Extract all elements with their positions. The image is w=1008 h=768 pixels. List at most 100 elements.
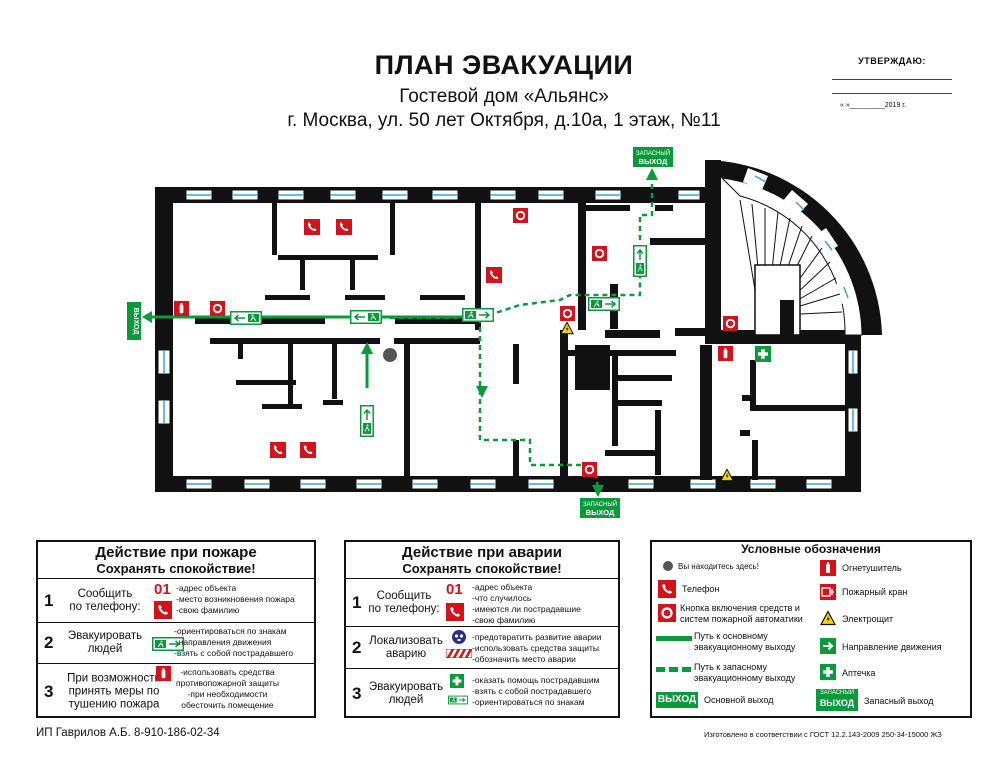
- first-aid-icon: [820, 664, 836, 680]
- fire-step-1: 1 Сообщить по телефону: 01 -адрес объект…: [38, 579, 314, 623]
- phone-icon: [300, 442, 316, 458]
- legend-hydrant: Пожарный кран: [842, 587, 908, 597]
- first-aid-icon: [450, 674, 464, 688]
- windows-side: [157, 349, 859, 433]
- legend-first-aid: Аптечка: [842, 668, 876, 678]
- phone-icon: [658, 580, 676, 598]
- main-path-icon: [656, 636, 692, 641]
- step-notes: -предотвратить развитие аварии -использо…: [472, 632, 602, 664]
- you-are-here-marker: [383, 348, 397, 362]
- legend-fire-button: Кнопка включения средств и систем пожарн…: [680, 603, 803, 624]
- spare-path-arrowhead-top: [646, 168, 658, 180]
- step-notes: -ориентироваться по знакам направления д…: [174, 626, 294, 658]
- spare-path-icon: [656, 667, 691, 672]
- fire-panel-title: Действие при пожаре: [95, 544, 257, 561]
- step-number: 3: [352, 684, 362, 703]
- exit-bottom-line1: ЗАПАСНЫЙ: [583, 500, 617, 508]
- stair-tower: [705, 160, 882, 336]
- extinguisher-icon: [718, 346, 733, 361]
- building-address: г. Москва, ул. 50 лет Октября, д.10а, 1 …: [287, 110, 721, 131]
- step-number: 1: [352, 592, 362, 612]
- legend-main-exit: Основной выход: [704, 695, 774, 705]
- phone-icon: [304, 219, 320, 235]
- exit-top-line2: ВЫХОД: [639, 157, 668, 166]
- standard-note: Изготовлено в соответствии с ГОСТ 12.2.1…: [704, 730, 942, 739]
- hazard-tape-icon: [446, 649, 472, 658]
- fire-button-icon: [592, 246, 607, 261]
- step-notes: -использовать средства противопожарной з…: [176, 667, 279, 710]
- step-action: Локализовать аварию: [369, 634, 443, 660]
- legend-main-path: Путь к основному эвакуационному выходу: [694, 631, 796, 652]
- direction-sign-up-right: [633, 245, 647, 277]
- step-number: 2: [44, 633, 54, 652]
- fire-button-icon: [582, 462, 597, 477]
- windows-bottom: [185, 478, 833, 490]
- page-title: ПЛАН ЭВАКУАЦИИ: [374, 50, 634, 80]
- exit-sign-bottom: ЗАПАСНЫЙ ВЫХОД: [580, 498, 620, 518]
- windows-top: [185, 189, 701, 201]
- exit-top-line1: ЗАПАСНЫЙ: [636, 149, 670, 157]
- phone-icon: [336, 219, 352, 235]
- main-path-arrowhead: [142, 311, 152, 323]
- floor-plan: ЗАПАСНЫЙ ВЫХОД ЗАПАСНЫЙ ВЫХОД ВЫХОД: [127, 147, 882, 518]
- step-notes: -оказать помощь пострадавшим -взять с со…: [472, 675, 600, 707]
- direction-arrow-icon: [820, 638, 836, 654]
- phone-icon: [154, 601, 172, 619]
- direction-sign-left: [230, 311, 262, 325]
- accident-step-1: 1 Сообщить по телефону: 01 -адрес объект…: [346, 579, 618, 627]
- fire-button-icon: [513, 208, 528, 223]
- direction-sign-up-room: [360, 405, 374, 437]
- phone-icon: [270, 442, 286, 458]
- fire-button-icon: [658, 604, 676, 622]
- spare-path-arrowhead-bottom: [592, 485, 604, 497]
- first-aid-icon: [755, 346, 771, 362]
- direction-sign-right: [462, 308, 494, 322]
- emergency-number: 01: [154, 581, 171, 598]
- legend-spare-path: Путь к запасному эвакуационному выходу: [694, 662, 796, 683]
- fire-step-2: 2 Эвакуировать людей -ориентироваться по…: [38, 623, 314, 664]
- fire-button-icon: [723, 316, 738, 331]
- extinguisher-icon: [174, 301, 189, 316]
- main-path-arrowhead-up: [361, 342, 373, 354]
- step-number: 2: [352, 637, 362, 657]
- exit-sign-top: ЗАПАСНЫЙ ВЫХОД: [633, 147, 673, 167]
- approval-block: УТВЕРЖДАЮ: « »_________2019 г.: [832, 56, 952, 109]
- legend-spare-exit: Запасный выход: [864, 696, 934, 706]
- approval-line-2: [832, 80, 952, 94]
- approval-label: УТВЕРЖДАЮ:: [858, 56, 926, 66]
- main-exit-sign: ВЫХОД: [656, 692, 698, 708]
- exit-bottom-line2: ВЫХОД: [586, 508, 615, 517]
- accident-panel-title: Действие при аварии: [402, 544, 562, 561]
- approval-line-1: [832, 66, 952, 80]
- you-are-here-icon: [663, 561, 673, 571]
- electrical-panel-icon: [820, 610, 836, 626]
- accident-actions-panel: Действие при аварии Сохранять спокойстви…: [344, 540, 620, 718]
- protective-equipment-icon: [452, 630, 466, 644]
- step-action: Сообщить по телефону:: [69, 587, 141, 613]
- electrical-panel-icon: [720, 468, 734, 482]
- approval-date: « »_________2019 г.: [840, 102, 906, 109]
- spare-exit-sign: ЗАПАСНЫЙ ВЫХОД: [816, 689, 858, 711]
- step-number: 1: [44, 590, 54, 610]
- step-action: При возможности принять меры по тушению …: [67, 672, 161, 710]
- phone-icon: [486, 267, 502, 283]
- extinguisher-icon: [820, 560, 836, 576]
- legend-direction: Направление движения: [842, 642, 942, 652]
- step-notes: -адрес объекта -что случилось -имеются л…: [472, 582, 581, 625]
- legend-panel: Условные обозначения Вы находитесь здесь…: [650, 540, 972, 718]
- emergency-number: 01: [446, 581, 463, 598]
- fire-actions-panel: Действие при пожаре Сохранять спокойстви…: [36, 540, 316, 718]
- fire-panel-subtitle: Сохранять спокойствие!: [38, 561, 314, 579]
- phone-icon: [446, 603, 464, 621]
- step-notes: -адрес объекта -место возникновения пожа…: [176, 583, 295, 615]
- legend-title: Условные обозначения: [741, 542, 881, 556]
- fire-button-icon: [560, 306, 575, 321]
- hydrant-icon: [820, 584, 836, 600]
- step-action: Эвакуировать людей: [67, 630, 143, 655]
- legend-you-are-here: Вы находитесь здесь!: [678, 562, 759, 571]
- step-action: Эвакуировать людей: [368, 681, 444, 706]
- accident-step-2: 2 Локализовать аварию -предотвратить раз…: [346, 627, 618, 669]
- step-action: Сообщить по телефону:: [368, 589, 440, 615]
- fire-step-3: 3 При возможности принять меры по тушени…: [38, 664, 314, 719]
- legend-phone: Телефон: [682, 584, 720, 594]
